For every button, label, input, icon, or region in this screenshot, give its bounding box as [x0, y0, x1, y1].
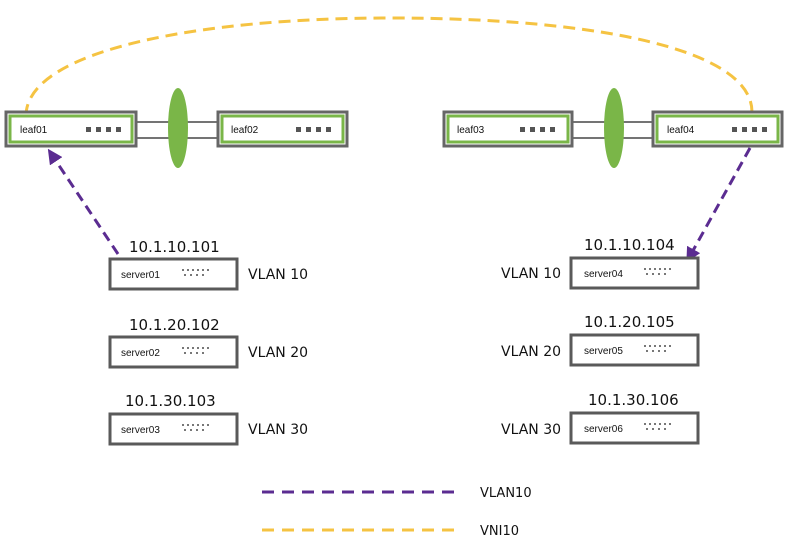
server01-box[interactable]: server01 [108, 257, 239, 291]
server02-vlan: VLAN 20 [248, 345, 308, 361]
mlag-bond-right [604, 88, 624, 168]
legend-vni10-label: VNI10 [480, 524, 519, 539]
server03-ports [182, 424, 209, 431]
mlag-bond-left [168, 88, 188, 168]
server01-label: server01 [121, 270, 160, 281]
server05-box[interactable]: server05 [569, 333, 700, 367]
leaf02-label: leaf02 [231, 125, 259, 136]
vlan10-arrow-server01-to-leaf01 [47, 148, 120, 255]
server01-vlan: VLAN 10 [248, 267, 308, 283]
leaf02-ports [296, 127, 331, 132]
leaf04-label: leaf04 [667, 125, 695, 136]
server06-ip: 10.1.30.106 [588, 391, 679, 409]
leaf03-ports [520, 127, 555, 132]
leaf04-switch[interactable]: leaf04 [651, 110, 784, 148]
leaf03-label: leaf03 [457, 125, 485, 136]
server06-ports [644, 423, 671, 430]
server05-ip: 10.1.20.105 [584, 313, 675, 331]
server04-vlan: VLAN 10 [501, 266, 561, 282]
leaf01-switch[interactable]: leaf01 [4, 110, 138, 148]
server04-ports [644, 268, 671, 275]
server01-ports [182, 269, 209, 276]
leaf01-ports [86, 127, 121, 132]
server02-box[interactable]: server02 [108, 335, 239, 369]
server04-box[interactable]: server04 [569, 256, 700, 290]
server01-group: 10.1.10.101 server01 VLAN 10 [108, 238, 308, 291]
server04-label: server04 [584, 269, 623, 280]
server06-box[interactable]: server06 [569, 411, 700, 445]
vni10-tunnel-arc [24, 16, 754, 117]
vlan10-arrow-leaf04-to-server04 [686, 147, 752, 263]
leaf03-switch[interactable]: leaf03 [442, 110, 574, 148]
server03-ip: 10.1.30.103 [125, 392, 216, 410]
server05-label: server05 [584, 346, 623, 357]
server02-ip: 10.1.20.102 [129, 316, 220, 334]
server03-box[interactable]: server03 [108, 412, 239, 446]
server06-group: 10.1.30.106 VLAN 30 server06 [501, 391, 700, 445]
server03-label: server03 [121, 425, 160, 436]
server03-group: 10.1.30.103 server03 VLAN 30 [108, 392, 308, 446]
server02-group: 10.1.20.102 server02 VLAN 20 [108, 316, 308, 369]
server06-label: server06 [584, 424, 623, 435]
server02-ports [182, 347, 209, 354]
server05-group: 10.1.20.105 VLAN 20 server05 [501, 313, 700, 367]
server04-ip: 10.1.10.104 [584, 236, 675, 254]
server05-vlan: VLAN 20 [501, 344, 561, 360]
server01-ip: 10.1.10.101 [129, 238, 220, 256]
server06-vlan: VLAN 30 [501, 422, 561, 438]
leaf01-label: leaf01 [20, 125, 48, 136]
legend: VLAN10 VNI10 [262, 486, 532, 539]
leaf04-ports [732, 127, 767, 132]
legend-vlan10-label: VLAN10 [480, 486, 532, 501]
server02-label: server02 [121, 348, 160, 359]
server03-vlan: VLAN 30 [248, 422, 308, 438]
server04-group: 10.1.10.104 VLAN 10 server04 [501, 236, 700, 290]
server05-ports [644, 345, 671, 352]
leaf02-switch[interactable]: leaf02 [216, 110, 349, 148]
